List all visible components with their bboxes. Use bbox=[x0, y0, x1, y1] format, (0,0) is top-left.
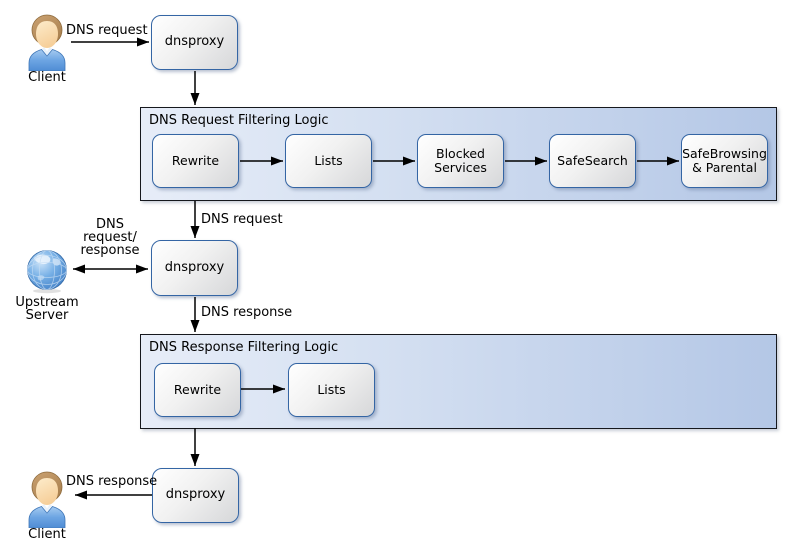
node-blocked-services-label: Blocked Services bbox=[434, 145, 487, 175]
edge-label-dns-request-mid: DNS request bbox=[201, 212, 283, 227]
globe-icon bbox=[27, 250, 67, 294]
node-safesearch: SafeSearch bbox=[549, 134, 636, 188]
edge-label-dns-request-top: DNS request bbox=[66, 23, 148, 38]
client-top bbox=[25, 13, 69, 75]
node-rewrite-2: Rewrite bbox=[154, 363, 241, 417]
dnsproxy-node-3-label: dnsproxy bbox=[165, 487, 226, 503]
dnsproxy-node-3: dnsproxy bbox=[152, 468, 239, 523]
node-lists-2: Lists bbox=[288, 363, 375, 417]
node-safesearch-label: SafeSearch bbox=[557, 152, 628, 168]
person-icon bbox=[28, 471, 66, 529]
client-top-label: Client bbox=[28, 70, 66, 85]
client-bottom-label: Client bbox=[28, 527, 66, 542]
node-lists-1: Lists bbox=[285, 134, 372, 188]
node-blocked-services: Blocked Services bbox=[417, 134, 504, 188]
person-icon bbox=[28, 14, 66, 72]
edge-label-dns-request-response: DNS request/ response bbox=[80, 217, 140, 258]
node-rewrite-2-label: Rewrite bbox=[173, 381, 222, 397]
dnsproxy-node-2: dnsproxy bbox=[151, 240, 238, 296]
dnsproxy-node-1: dnsproxy bbox=[151, 15, 238, 70]
node-rewrite-1-label: Rewrite bbox=[171, 152, 220, 168]
node-safebrowsing-parental-label: SafeBrowsing & Parental bbox=[682, 145, 767, 175]
upstream-server-label: Upstream Server bbox=[15, 295, 79, 323]
node-lists-2-label: Lists bbox=[317, 381, 346, 397]
node-rewrite-1: Rewrite bbox=[152, 134, 239, 188]
request-filtering-title: DNS Request Filtering Logic bbox=[149, 113, 329, 128]
dnsproxy-node-2-label: dnsproxy bbox=[164, 259, 225, 275]
node-safebrowsing-parental: SafeBrowsing & Parental bbox=[681, 134, 768, 188]
edge-label-dns-response-mid: DNS response bbox=[201, 305, 293, 320]
upstream-server bbox=[25, 249, 69, 298]
edge-label-dns-response-bottom: DNS response bbox=[66, 474, 158, 489]
node-lists-1-label: Lists bbox=[314, 152, 343, 168]
client-bottom bbox=[25, 470, 69, 532]
response-filtering-title: DNS Response Filtering Logic bbox=[149, 340, 339, 355]
response-filtering-container: DNS Response Filtering Logic Rewrite Lis… bbox=[140, 334, 777, 429]
request-filtering-container: DNS Request Filtering Logic Rewrite List… bbox=[140, 107, 777, 201]
dnsproxy-node-1-label: dnsproxy bbox=[164, 34, 225, 50]
